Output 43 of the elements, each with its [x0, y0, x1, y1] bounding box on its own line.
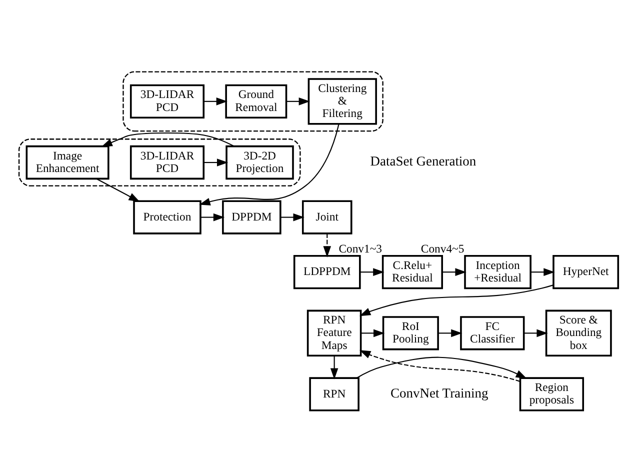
arrow: [200, 213, 225, 222]
arrow: [360, 329, 385, 338]
arrow: [96, 178, 140, 202]
node-box: Clustering & Filtering: [308, 78, 377, 125]
node-box: RPN Feature Maps: [306, 310, 362, 357]
node-label: Conv1~3: [338, 242, 382, 256]
label: DataSet Generation: [370, 154, 476, 169]
node-box: Image Enhancement: [26, 145, 110, 180]
node-box: 3D-LIDAR PCD: [130, 84, 205, 118]
node-box: RPN: [309, 377, 360, 412]
node-label: Conv4~5: [420, 242, 464, 256]
node-box: C.Relu+ Residual: [382, 255, 443, 290]
arrow: [438, 329, 462, 338]
node-box: HyperNet: [552, 255, 620, 290]
node-box: FC Classifier: [460, 316, 525, 350]
node-box: Protection: [133, 200, 202, 234]
arrow: [359, 350, 520, 382]
label: ConvNet Training: [390, 385, 488, 400]
arrow: [286, 98, 310, 106]
node-box: Score & Bounding box: [545, 310, 612, 357]
node-box: RoI Pooling: [382, 316, 439, 350]
node-box: Joint: [302, 200, 352, 234]
arrow: [204, 98, 228, 106]
arrow: [330, 356, 338, 380]
arrow: [530, 268, 555, 276]
arrow: [356, 356, 528, 379]
node-box: DPPDM: [222, 200, 282, 234]
arrow: [323, 234, 332, 258]
arrow: [199, 124, 340, 206]
cluster: [122, 71, 384, 132]
arrow: [204, 158, 228, 166]
arrow: [442, 268, 466, 276]
node-box: LDPPDM: [293, 255, 361, 290]
arrow: [280, 213, 304, 222]
node-box: Inception +Residual: [464, 255, 532, 290]
node-box: 3D-2D Projection: [226, 145, 294, 180]
arrow: [360, 268, 384, 276]
arrow: [359, 284, 554, 316]
node-box: Region proposals: [519, 377, 584, 412]
node-box: Ground Removal: [225, 84, 288, 118]
node-box: 3D-LIDAR PCD: [130, 145, 205, 180]
arrow: [524, 329, 548, 338]
arrow: [101, 132, 234, 147]
